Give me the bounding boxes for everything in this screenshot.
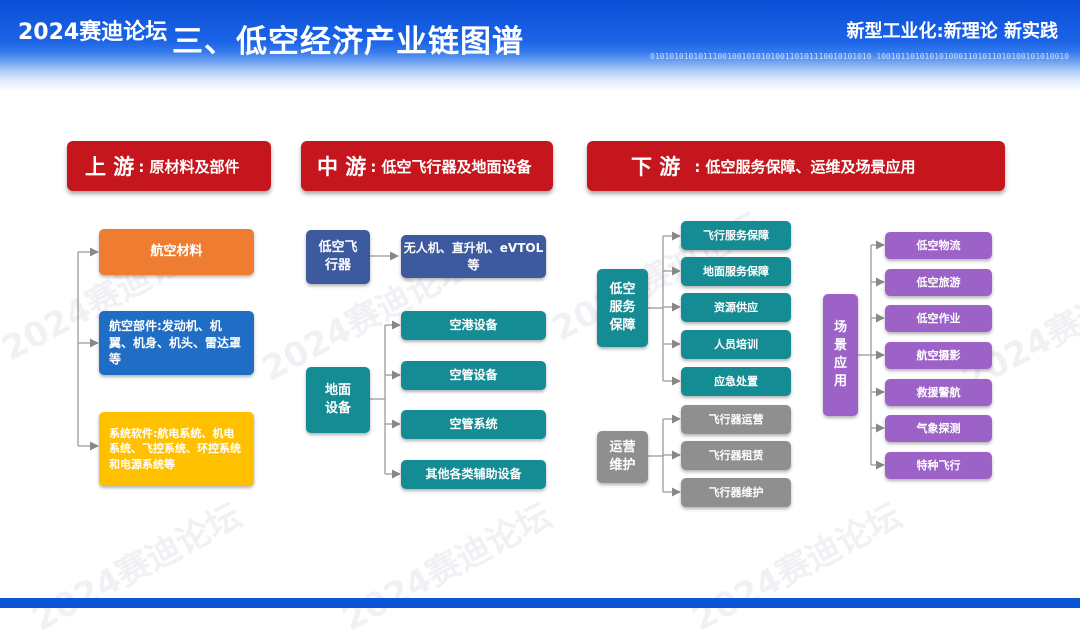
section-downstream-main: 下 游 [631,155,681,179]
downstream-scene-item: 特种飞行 [885,452,992,479]
downstream-service-item: 飞行服务保障 [681,221,791,250]
section-midstream-sub: : 低空飞行器及地面设备 [370,157,532,176]
midstream-ground-item: 空管设备 [401,361,546,390]
downstream-scene-item: 救援警航 [885,379,992,406]
upstream-software: 系统软件:航电系统、机电系统、飞控系统、环控系统和电源系统等 [99,412,254,486]
midstream-ground: 地面设备 [306,367,370,433]
section-upstream-sub: : 原材料及部件 [138,157,240,176]
section-downstream: 下 游 : 低空服务保障、运维及场景应用 [587,141,1005,191]
downstream-scene-item: 气象探测 [885,415,992,442]
page-title: 三、低空经济产业链图谱 [172,24,524,60]
slogan: 新型工业化:新理论 新实践 [846,21,1058,42]
section-midstream-main: 中 游 [317,155,367,179]
brand-logo-text: 2024赛迪论坛 [18,20,168,45]
downstream-scene-item: 低空旅游 [885,269,992,296]
connector-lines [77,231,885,497]
binary-decoration: 0101010101011100100101010100110101110010… [650,52,1070,61]
downstream-service-item: 应急处置 [681,367,791,396]
downstream-scene-item: 航空摄影 [885,342,992,369]
midstream-ground-item: 空港设备 [401,311,546,340]
midstream-aircraft-item: 无人机、直升机、eVTOL等 [401,235,546,278]
downstream-service-item: 地面服务保障 [681,257,791,286]
header-banner: 0101010101011100100101010100110101110010… [0,0,1080,90]
footer-bar [0,598,1080,608]
midstream-ground-item: 其他各类辅助设备 [401,460,546,489]
section-midstream: 中 游 : 低空飞行器及地面设备 [301,141,553,191]
downstream-ops-item: 飞行器租赁 [681,441,791,470]
downstream-ops-item: 飞行器运营 [681,405,791,434]
downstream-ops-item: 飞行器维护 [681,478,791,507]
downstream-scene-item: 低空物流 [885,232,992,259]
upstream-components: 航空部件:发动机、机翼、机身、机头、雷达罩等 [99,311,254,375]
downstream-scene-item: 低空作业 [885,305,992,332]
downstream-service-item: 资源供应 [681,293,791,322]
midstream-ground-item: 空管系统 [401,410,546,439]
midstream-aircraft: 低空飞行器 [306,230,370,284]
downstream-service-item: 人员培训 [681,330,791,359]
section-upstream: 上 游 : 原材料及部件 [67,141,271,191]
section-downstream-sub: : 低空服务保障、运维及场景应用 [694,157,916,176]
downstream-ops: 运营维护 [597,431,648,483]
section-upstream-main: 上 游 [85,155,135,179]
downstream-service: 低空服务保障 [597,269,648,347]
downstream-scene: 场景应用 [823,294,858,416]
header-glow [0,52,1080,90]
upstream-materials: 航空材料 [99,229,254,275]
